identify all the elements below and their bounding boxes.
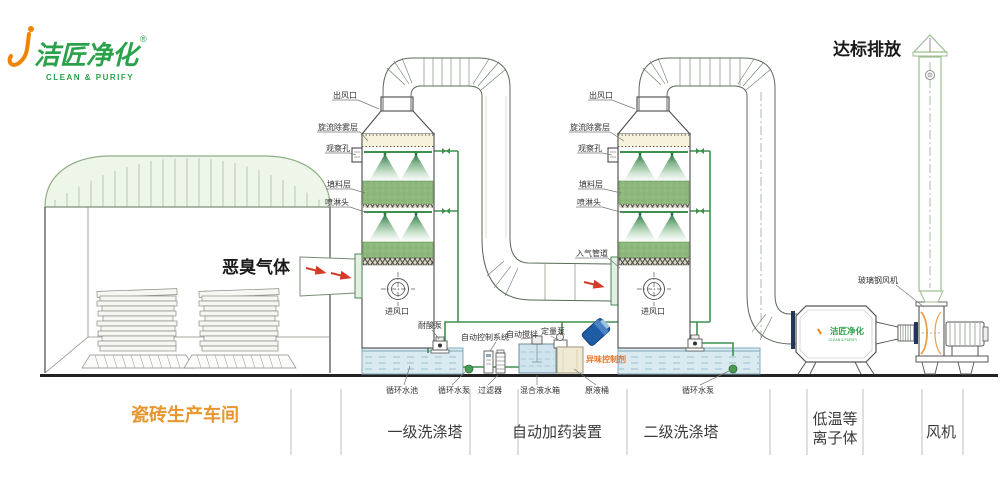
tower1-callouts: 出风口 旋流除雾层 观察孔 填料层 喷淋头 耐酸泵 [317,90,442,340]
callout-spray-head-1: 喷淋头 [325,197,349,207]
frp-fan [915,290,989,375]
tower2-callouts: 出风口 旋流除雾层 观察孔 填料层 喷淋头 入气管道 [569,90,636,269]
duct2-ribs [642,57,773,341]
label-raw-tank: 原液桶 [585,385,609,395]
manhole-icon [381,272,415,306]
scrubber-tower-2: 进风口 [607,96,692,349]
duct-tower1-to-tower2 [382,57,619,306]
label-metering-pump: 定量泵 [541,326,565,336]
circulating-pump-2-icon [728,364,738,374]
tower2-inlet-label: 进风口 [641,307,665,316]
logo-text: 洁匠净化 [34,40,142,70]
roof-ribs [54,158,320,207]
duct-tower2-to-plasma [638,57,797,349]
label-circulating-pump-2: 循环水泵 [682,385,714,395]
plasma-unit: 洁匠净化 CLEAN & PURIFY [795,305,918,375]
duct1-ribs [386,57,576,301]
section-tower2: 二级洗涤塔 [643,424,718,441]
callout-viewport-1: 观察孔 [326,143,350,153]
callout-demister-2: 旋流除雾层 [570,122,610,132]
stirrer-motor-icon [531,335,543,345]
callout-acid-pump: 耐酸泵 [418,320,442,330]
scrubber-tower-1: 进风口 [351,96,436,349]
callout-outlet-1: 出风口 [333,90,357,100]
valve-icons [442,148,704,214]
mixing-tank [518,335,557,374]
section-plasma-line2: 离子体 [812,430,857,447]
logo-tagline: CLEAN & PURIFY [46,73,134,82]
raw-liquid-tank [556,346,584,374]
tower2-viewport [607,147,619,163]
plasma-logo-accent [817,328,822,335]
label-mixing-tank: 混合液水箱 [520,385,560,395]
fan-motor-icon [945,321,989,347]
section-workshop: 瓷砖生产车间 [131,404,239,425]
frp-fan-label: 玻璃钢风机 [858,275,898,285]
label-circulating-pump-1: 循环水泵 [438,385,470,395]
circulating-pump-1-icon [464,364,474,374]
plasma-legs [797,361,875,375]
dosing-station [430,318,738,374]
logo-reg-mark: ® [140,34,147,44]
logo-swoosh-icon [7,32,31,67]
acid-pump-1 [430,336,450,354]
label-filter: 过滤器 [478,385,502,395]
circulating-pool-2 [617,347,761,375]
callout-outlet-2: 出风口 [589,90,613,100]
chimney [912,34,948,292]
gas-flow-arrows [305,265,352,280]
control-system-box [483,350,494,374]
section-plasma-line1: 低温等 [812,410,857,428]
duct1-flow-arrow [583,279,605,289]
tile-stack-left [81,288,195,369]
odor-gas-label: 恶臭气体 [222,257,291,277]
section-dividers [290,389,964,455]
label-auto-stir: 自动搅拌 [506,329,538,339]
callout-demister-1: 旋流除雾层 [318,122,358,132]
callout-packing-1: 填料层 [327,179,351,189]
section-fan: 风机 [926,424,956,441]
label-circulating-pool: 循环水池 [386,385,418,395]
callout-gas-inlet-pipe: 入气管道 [576,248,608,258]
callout-packing-2: 填料层 [579,179,603,189]
circulating-pool-1 [361,347,464,375]
workshop-building [44,155,331,374]
plasma-logo-text: 洁匠净化 [830,326,865,336]
odor-gas-duct: 恶臭气体 [222,253,363,299]
callout-viewport-2: 观察孔 [578,143,602,153]
tile-stack-right [183,288,297,369]
filter-device [495,349,506,374]
agent-barrel-icon [581,318,611,346]
acid-pump-2 [685,334,705,352]
label-odor-agent: 异味控制剂 [586,354,626,364]
plasma-logo-tagline: CLEAN & PURIFY [829,338,858,342]
metering-pump-icon [553,333,568,349]
dosing-labels: 自动控制系统 自动搅拌 定量泵 异味控制剂 循环水池 循环水泵 过滤器 混合液水… [386,326,730,395]
tower1-inlet-label: 进风口 [385,307,409,316]
section-tower1: 一级洗涤塔 [387,424,462,441]
label-control-system: 自动控制系统 [461,332,509,342]
brand-logo: 洁匠净化 ® CLEAN & PURIFY [7,26,147,82]
section-band: 瓷砖生产车间 一级洗涤塔 自动加药装置 二级洗涤塔 低温等 离子体 风机 [131,389,964,455]
tower1-viewport [351,147,363,163]
manhole-icon [637,272,671,306]
emission-label: 达标排放 [833,39,902,59]
section-dosing: 自动加药装置 [512,424,602,441]
callout-spray-head-2: 喷淋头 [577,197,601,207]
